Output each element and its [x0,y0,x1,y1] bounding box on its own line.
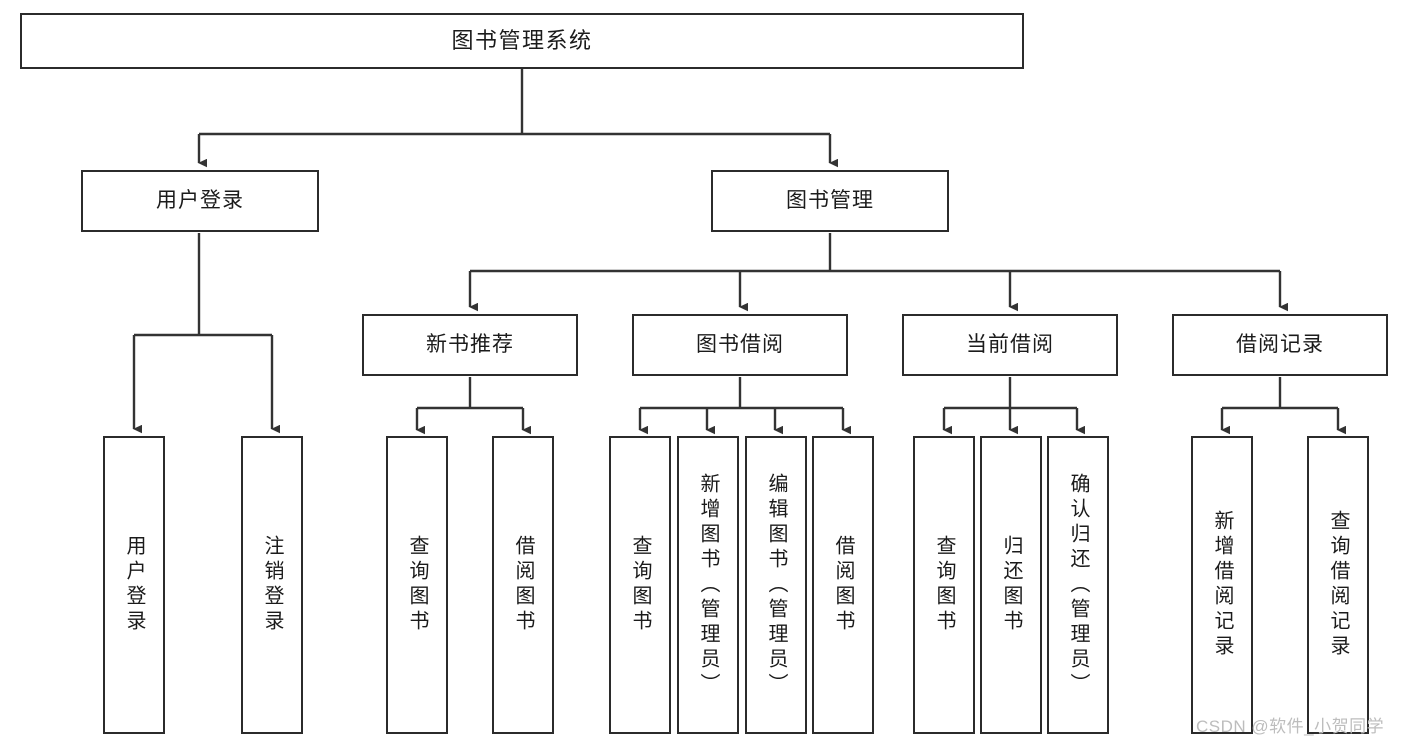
node-leaf-logout[interactable]: 注销登录 [241,436,303,734]
node-leaf-return-book[interactable]: 归还图书 [980,436,1042,734]
node-label: 新增借阅记录 [1211,510,1233,660]
node-label: 查询图书 [406,535,428,635]
watermark-csdn: CSDN @软件_小贺同学 [1196,717,1385,736]
node-label: 借阅图书 [832,535,854,635]
node-current-borrow[interactable]: 当前借阅 [902,314,1118,376]
node-new-book-recommendation[interactable]: 新书推荐 [362,314,578,376]
node-label: 用户登录 [123,535,145,635]
node-leaf-query-borrow-record[interactable]: 查询借阅记录 [1307,436,1369,734]
node-label: 查询借阅记录 [1327,510,1349,660]
node-book-borrow[interactable]: 图书借阅 [632,314,848,376]
node-label: 新书推荐 [426,333,514,357]
node-borrow-record[interactable]: 借阅记录 [1172,314,1388,376]
node-leaf-query-book-current[interactable]: 查询图书 [913,436,975,734]
node-leaf-borrow-book-borrow[interactable]: 借阅图书 [812,436,874,734]
node-leaf-confirm-return-admin[interactable]: 确认归还（管理员） [1047,436,1109,734]
node-leaf-edit-book-admin[interactable]: 编辑图书（管理员） [745,436,807,734]
node-label: 借阅记录 [1236,333,1324,357]
node-root-book-management-system[interactable]: 图书管理系统 [20,13,1024,69]
node-leaf-query-book-newbook[interactable]: 查询图书 [386,436,448,734]
node-leaf-query-book-borrow[interactable]: 查询图书 [609,436,671,734]
node-label: 新增图书（管理员） [697,472,719,698]
node-label: 确认归还（管理员） [1067,472,1089,698]
node-user-login[interactable]: 用户登录 [81,170,319,232]
node-label: 注销登录 [261,535,283,635]
node-label: 图书管理 [786,189,874,213]
node-label: 编辑图书（管理员） [765,472,787,698]
node-label: 查询图书 [933,535,955,635]
node-label: 图书借阅 [696,333,784,357]
node-leaf-add-book-admin[interactable]: 新增图书（管理员） [677,436,739,734]
node-leaf-user-login[interactable]: 用户登录 [103,436,165,734]
node-label: 归还图书 [1000,535,1022,635]
node-label: 借阅图书 [512,535,534,635]
node-label: 查询图书 [629,535,651,635]
node-label: 当前借阅 [966,333,1054,357]
node-label: 图书管理系统 [451,27,593,53]
node-leaf-add-borrow-record[interactable]: 新增借阅记录 [1191,436,1253,734]
node-leaf-borrow-book-newbook[interactable]: 借阅图书 [492,436,554,734]
node-book-management[interactable]: 图书管理 [711,170,949,232]
node-label: 用户登录 [156,189,244,213]
